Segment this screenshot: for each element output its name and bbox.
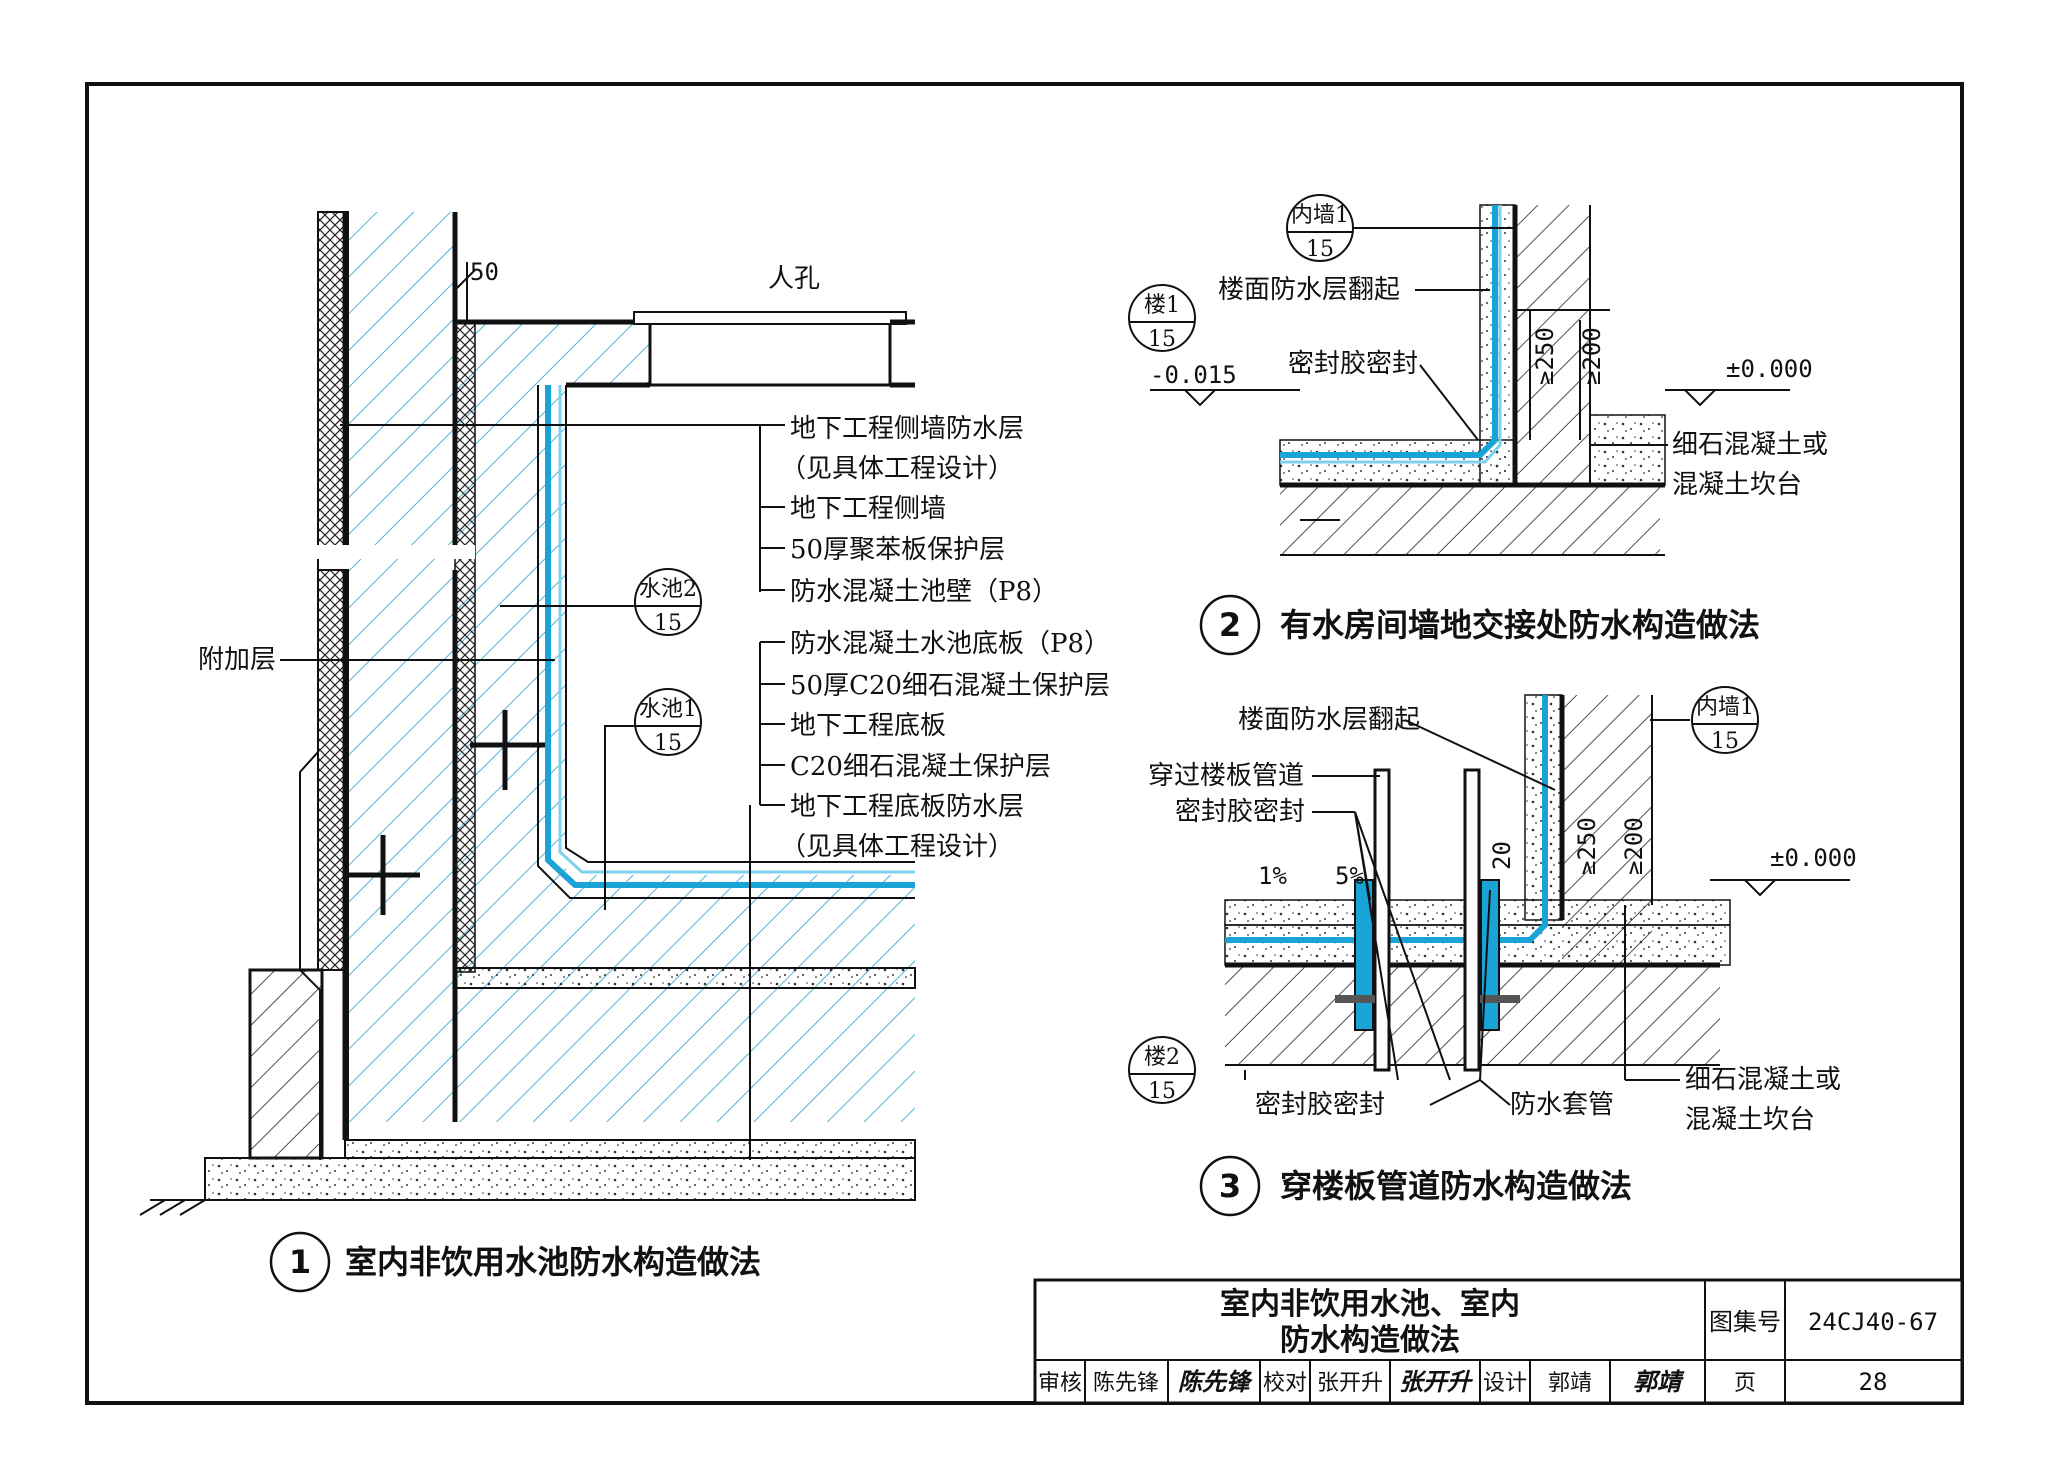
label-base-waterproof: 地下工程底板防水层 <box>790 792 1024 822</box>
title-block <box>1033 1278 1964 1405</box>
ref-bubble-pool1: 水池1 15 <box>604 688 702 910</box>
check-label: 校对 <box>1263 1371 1307 1396</box>
d2-level-right: ±0.000 <box>1726 355 1813 383</box>
manhole-label: 人孔 <box>768 264 820 294</box>
d3-floor-ref-bottom: 15 <box>1148 1079 1176 1104</box>
ref-bubble-floor2-d3: 楼2 15 <box>1128 1036 1196 1104</box>
d3-wall-ref-top: 内墙1 <box>1696 695 1754 720</box>
d2-label-sealant: 密封胶密封 <box>1288 349 1418 379</box>
designer-name: 郭靖 <box>1548 1371 1592 1396</box>
detail-3-caption: 3 穿楼板管道防水构造做法 <box>1199 1155 1632 1217</box>
checker-name: 张开升 <box>1317 1371 1383 1396</box>
pool2-ref-top: 水池2 <box>639 577 697 602</box>
d3-level-right: ±0.000 <box>1770 844 1857 872</box>
d2-floor-ref-top: 楼1 <box>1144 293 1180 318</box>
d3-dim-250: ≥250 <box>1573 817 1601 875</box>
d3-label-pipe: 穿过楼板管道 <box>1148 761 1304 791</box>
d3-dim-200: ≥200 <box>1620 817 1648 875</box>
d2-wall-ref-top: 内墙1 <box>1291 203 1349 228</box>
label-c20-protect-50: 50厚C20细石混凝土保护层 <box>790 671 1110 701</box>
label-pool-wall: 防水混凝土池壁（P8） <box>790 577 1058 607</box>
d3-label-sealant-bottom: 密封胶密封 <box>1255 1090 1385 1120</box>
label-base-slab: 地下工程底板 <box>790 711 946 741</box>
d2-label-turnup: 楼面防水层翻起 <box>1218 275 1400 305</box>
d2-floor-ref-bottom: 15 <box>1148 327 1176 352</box>
designer-signature: 郭靖 <box>1633 1367 1685 1396</box>
d2-level-left: -0.015 <box>1150 361 1237 389</box>
reviewer-name: 陈先锋 <box>1093 1371 1159 1396</box>
label-pool-base: 防水混凝土水池底板（P8） <box>790 629 1110 659</box>
label-see-design-2: （见具体工程设计） <box>780 832 1014 862</box>
detail-2-number: 2 <box>1219 606 1241 644</box>
detail-2-drawing <box>1150 204 1790 556</box>
dim-50: 50 <box>470 258 499 286</box>
atlas-label: 图集号 <box>1709 1308 1781 1336</box>
d3-slope-2: 5% <box>1335 862 1364 890</box>
detail-3-drawing <box>1224 694 1850 1106</box>
d3-dim-20: 20 <box>1488 841 1516 870</box>
title-line-1: 室内非饮用水池、室内 <box>1220 1287 1520 1322</box>
d3-label-curb-2: 混凝土坎台 <box>1685 1105 1815 1135</box>
label-sidewall: 地下工程侧墙 <box>790 494 946 524</box>
detail-1-caption: 1 室内非饮用水池防水构造做法 <box>269 1231 761 1293</box>
detail-1-drawing <box>139 211 916 1216</box>
d2-label-curb-1: 细石混凝土或 <box>1672 430 1828 460</box>
d3-wall-ref-bottom: 15 <box>1711 729 1739 754</box>
ref-bubble-wall1-d3: 内墙1 15 <box>1691 686 1759 754</box>
d3-label-curb-1: 细石混凝土或 <box>1685 1065 1841 1095</box>
design-label: 设计 <box>1483 1371 1527 1396</box>
page-label: 页 <box>1734 1371 1756 1396</box>
detail-2-caption: 2 有水房间墙地交接处防水构造做法 <box>1199 594 1760 656</box>
detail-2-caption-text: 有水房间墙地交接处防水构造做法 <box>1280 606 1760 644</box>
reviewer-signature: 陈先锋 <box>1178 1367 1253 1396</box>
ref-bubble-wall1-d2: 内墙1 15 <box>1286 194 1354 262</box>
label-see-design-1: （见具体工程设计） <box>780 454 1014 484</box>
d2-dim-200: ≥200 <box>1578 327 1606 385</box>
title-line-2: 防水构造做法 <box>1280 1323 1460 1358</box>
label-polystyrene: 50厚聚苯板保护层 <box>790 535 1005 565</box>
d3-floor-ref-top: 楼2 <box>1144 1045 1180 1070</box>
label-sidewall-waterproof: 地下工程侧墙防水层 <box>790 414 1024 444</box>
d2-label-curb-2: 混凝土坎台 <box>1672 470 1802 500</box>
checker-signature: 张开升 <box>1399 1367 1474 1396</box>
d3-slope-1: 1% <box>1258 862 1287 890</box>
detail-3-number: 3 <box>1219 1167 1241 1205</box>
sheet-border <box>85 82 1964 1405</box>
detail-1-caption-text: 室内非饮用水池防水构造做法 <box>345 1243 761 1281</box>
review-label: 审核 <box>1038 1371 1082 1396</box>
d2-dim-250: ≥250 <box>1531 327 1559 385</box>
d2-wall-ref-bottom: 15 <box>1306 237 1334 262</box>
ref-bubble-pool2: 水池2 15 <box>500 568 702 636</box>
d3-label-sleeve: 防水套管 <box>1510 1090 1614 1120</box>
pool2-ref-bottom: 15 <box>654 611 682 636</box>
detail-3-caption-text: 穿楼板管道防水构造做法 <box>1280 1167 1632 1205</box>
d3-label-turnup: 楼面防水层翻起 <box>1238 705 1420 735</box>
pool1-ref-bottom: 15 <box>654 731 682 756</box>
ref-bubble-floor1-d2: 楼1 15 <box>1128 284 1196 352</box>
pool1-ref-top: 水池1 <box>639 697 697 722</box>
atlas-number: 24CJ40-67 <box>1808 1308 1938 1336</box>
label-c20-protect: C20细石混凝土保护层 <box>790 752 1051 782</box>
detail-1-number: 1 <box>289 1243 311 1281</box>
d3-label-sealant-top: 密封胶密封 <box>1175 797 1305 827</box>
additional-layer-label: 附加层 <box>198 645 276 675</box>
page-number: 28 <box>1859 1368 1888 1396</box>
